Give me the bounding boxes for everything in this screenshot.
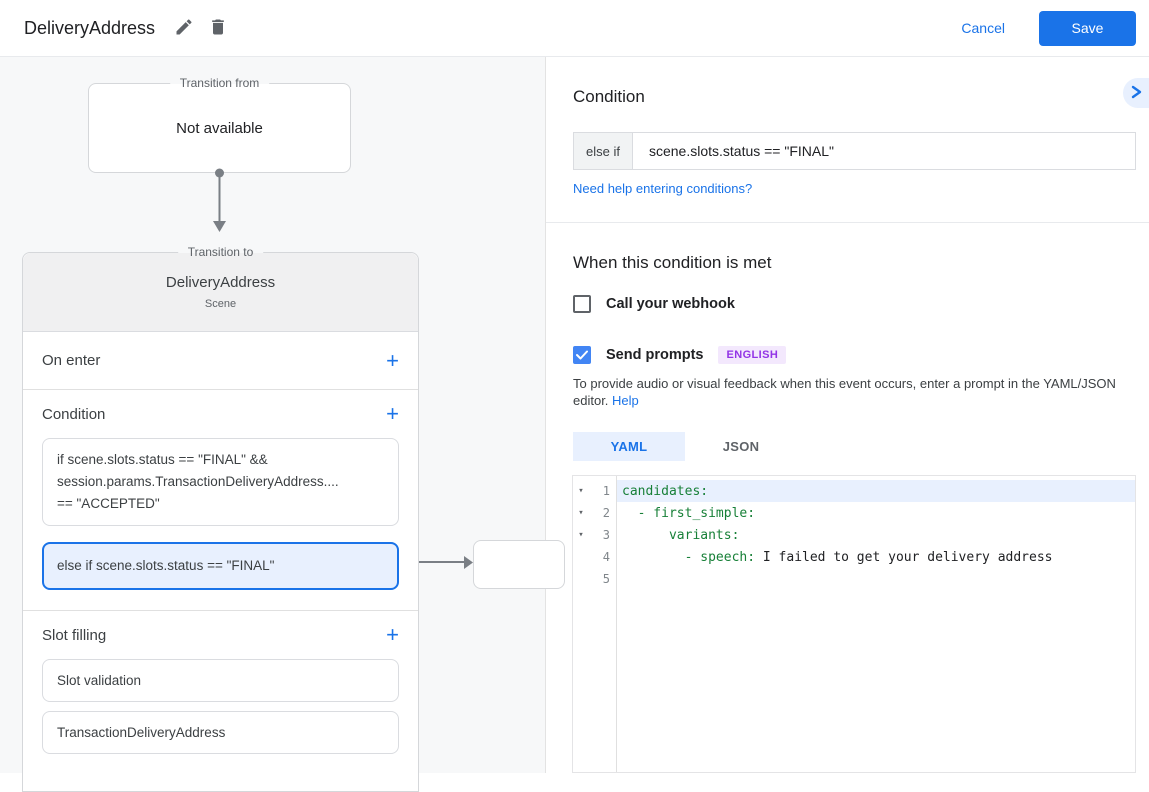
scene-diagram-canvas: Transition from Not available Transition… xyxy=(0,57,565,792)
trash-icon xyxy=(208,17,228,40)
send-prompts-row: Send prompts ENGLISH xyxy=(573,346,787,364)
condition-detail-panel: Condition else if Need help entering con… xyxy=(545,57,1149,773)
add-on-enter-button[interactable]: + xyxy=(386,347,399,373)
code-line[interactable]: variants: xyxy=(622,527,740,543)
fold-arrow-icon[interactable]: ▾ xyxy=(578,486,584,496)
code-line[interactable] xyxy=(617,568,1135,590)
on-enter-label: On enter xyxy=(42,352,101,369)
transition-from-content: Not available xyxy=(176,119,263,137)
add-slot-button[interactable]: + xyxy=(386,622,399,647)
condition-line: session.params.TransactionDeliveryAddres… xyxy=(57,474,339,489)
condition-item-if[interactable]: if scene.slots.status == "FINAL" && sess… xyxy=(42,438,399,526)
edit-title-button[interactable] xyxy=(167,11,201,45)
slot-filling-section-header: Slot filling + xyxy=(23,611,418,659)
slot-item-transaction-delivery-address[interactable]: TransactionDeliveryAddress xyxy=(42,711,399,754)
line-number: 3 xyxy=(602,528,610,542)
editor-gutter: ▾ 1 ▾ 2 ▾ 3 4 5 xyxy=(573,476,617,772)
fold-arrow-icon[interactable]: ▾ xyxy=(578,530,584,540)
when-condition-met-title: When this condition is met xyxy=(573,253,772,272)
tab-yaml[interactable]: YAML xyxy=(573,432,685,461)
page-title: DeliveryAddress xyxy=(24,17,156,38)
fold-arrow-icon[interactable]: ▾ xyxy=(578,508,584,518)
condition-line: if scene.slots.status == "FINAL" && xyxy=(57,452,268,467)
slot-filling-label: Slot filling xyxy=(42,626,107,644)
condition-section-header: Condition + xyxy=(23,390,418,438)
condition-line: else if scene.slots.status == "FINAL" xyxy=(57,558,275,573)
condition-prefix-label: else if xyxy=(574,133,633,169)
condition-item-else-if-selected[interactable]: else if scene.slots.status == "FINAL" xyxy=(42,542,399,590)
call-webhook-row: Call your webhook xyxy=(573,295,735,313)
condition-help-link[interactable]: Need help entering conditions? xyxy=(573,181,753,196)
collapse-panel-button[interactable] xyxy=(1123,78,1149,108)
on-enter-row: On enter + xyxy=(23,332,418,390)
condition-section: Condition + if scene.slots.status == "FI… xyxy=(23,390,418,611)
panel-divider xyxy=(546,222,1149,223)
language-badge: ENGLISH xyxy=(718,346,787,364)
line-number: 5 xyxy=(602,572,610,586)
transition-from-legend: Transition from xyxy=(169,75,270,92)
pencil-icon xyxy=(174,17,194,40)
line-number: 1 xyxy=(602,484,610,498)
code-line[interactable]: candidates: xyxy=(617,480,1135,502)
help-link[interactable]: Help xyxy=(612,393,639,408)
condition-expression-row: else if xyxy=(573,132,1136,170)
scene-card-header[interactable]: DeliveryAddress Scene xyxy=(23,253,418,332)
send-prompts-checkbox[interactable] xyxy=(573,346,591,364)
prompt-description-text: To provide audio or visual feedback when… xyxy=(573,376,1116,408)
editor-format-tabs: YAML JSON xyxy=(573,432,797,461)
prompt-code-editor[interactable]: ▾ 1 ▾ 2 ▾ 3 4 5 candidates: - first_simple: var… xyxy=(572,475,1136,773)
add-condition-button[interactable]: + xyxy=(386,401,399,426)
transition-to-legend: Transition to xyxy=(177,244,264,261)
condition-line: == "ACCEPTED" xyxy=(57,496,160,511)
transition-target-node[interactable] xyxy=(473,540,565,589)
code-line[interactable]: - speech: I failed to get your delivery … xyxy=(622,549,1053,565)
panel-title: Condition xyxy=(573,87,645,106)
send-prompts-label: Send prompts xyxy=(606,347,704,363)
save-button[interactable]: Save xyxy=(1039,10,1136,46)
prompt-description: To provide audio or visual feedback when… xyxy=(573,375,1138,409)
code-line[interactable]: - first_simple: xyxy=(622,505,756,521)
delete-scene-button[interactable] xyxy=(201,11,235,45)
scene-node-card: Transition to DeliveryAddress Scene On e… xyxy=(22,244,419,792)
editor-code: candidates: - first_simple: variants: - … xyxy=(617,476,1135,772)
chevron-right-icon xyxy=(1129,84,1143,103)
webhook-checkbox[interactable] xyxy=(573,295,591,313)
cancel-button[interactable]: Cancel xyxy=(961,20,1005,36)
line-number: 4 xyxy=(602,550,610,564)
transition-from-node[interactable]: Transition from Not available xyxy=(88,75,351,173)
top-bar: DeliveryAddress Cancel Save xyxy=(0,0,1149,57)
condition-expression-input[interactable] xyxy=(632,133,1135,169)
line-number: 2 xyxy=(602,506,610,520)
tab-json[interactable]: JSON xyxy=(685,432,797,461)
scene-name: DeliveryAddress xyxy=(165,274,276,291)
webhook-label: Call your webhook xyxy=(606,296,735,312)
slot-item-validation[interactable]: Slot validation xyxy=(42,659,399,702)
condition-section-label: Condition xyxy=(42,405,106,423)
scene-type-label: Scene xyxy=(204,298,237,310)
